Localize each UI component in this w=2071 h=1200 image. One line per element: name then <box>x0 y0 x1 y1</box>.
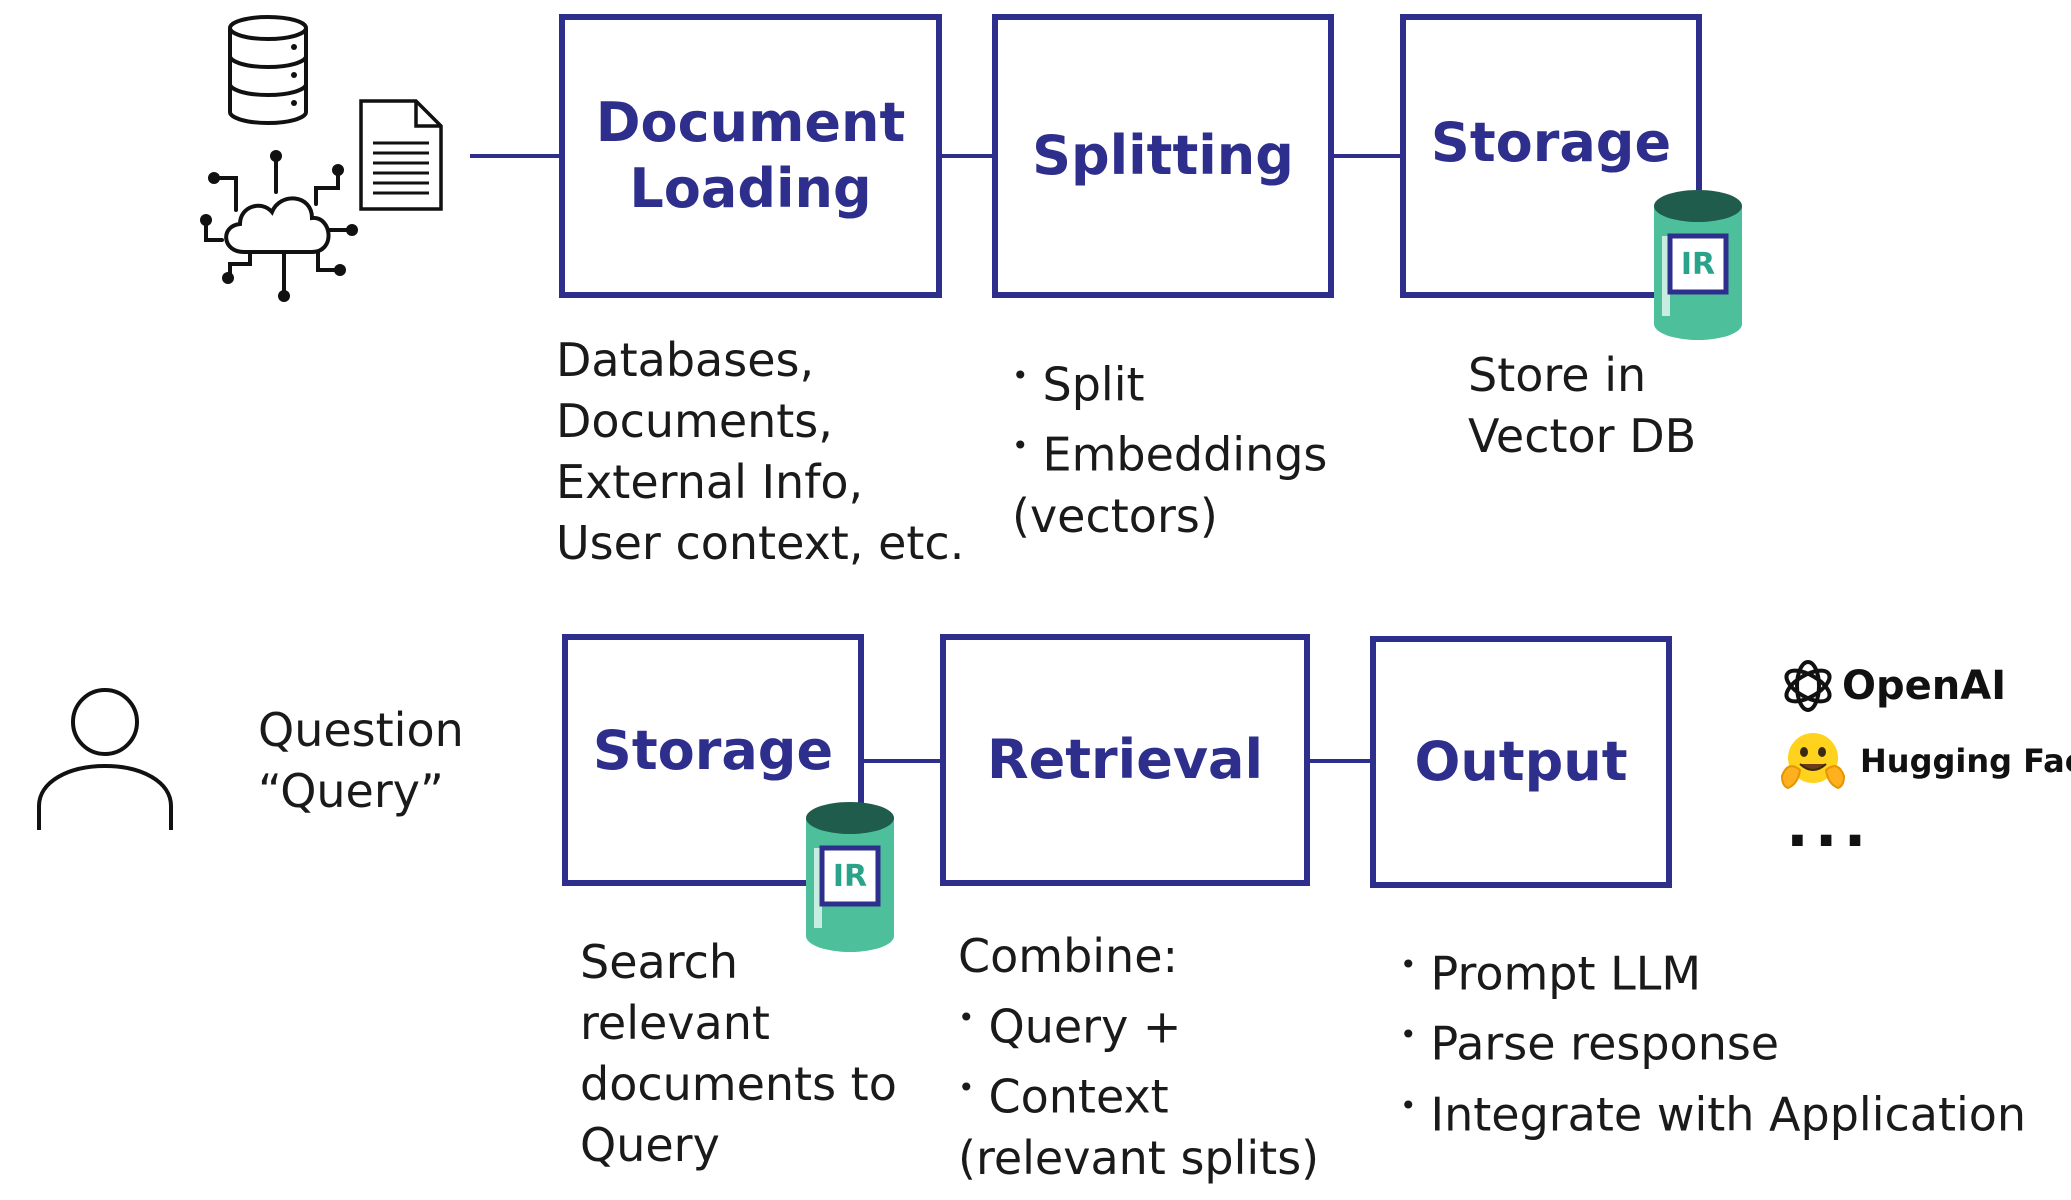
output-description: •Prompt LLM •Parse response •Integrate w… <box>1400 934 2026 1145</box>
cloud-network-icon <box>200 150 358 302</box>
more-providers-ellipsis: ... <box>1786 791 1873 861</box>
desc-line: Combine: <box>958 929 1179 983</box>
splitting-description: •Split •Embeddings (vectors) <box>1012 345 1327 547</box>
hugging-face-brand: Hugging Face <box>1780 730 2071 792</box>
output-box: Output <box>1370 636 1672 888</box>
vector-db-badge-label: IR <box>833 859 867 894</box>
desc-line: Context <box>988 1069 1169 1124</box>
document-loading-box: Document Loading <box>559 14 942 298</box>
openai-label: OpenAI <box>1842 663 2007 709</box>
user-icon <box>37 688 173 830</box>
bullet-item: •Context <box>958 1069 1169 1124</box>
document-icon <box>359 99 443 211</box>
document-loading-title-line: Loading <box>629 157 872 220</box>
openai-brand: OpenAI <box>1780 658 2006 714</box>
bullet-item: •Prompt LLM <box>1400 946 1702 1001</box>
retrieval-title: Retrieval <box>987 728 1263 791</box>
retrieval-box: Retrieval <box>940 634 1310 886</box>
storage-title-bottom: Storage <box>592 719 834 782</box>
openai-logo-icon <box>1784 660 1832 712</box>
connector-retrieval-to-output <box>1306 759 1374 763</box>
connector-splitting-to-storage <box>1330 154 1410 158</box>
desc-line: Query <box>580 1118 720 1172</box>
question-line: “Query” <box>258 764 444 818</box>
vector-db-badge-label: IR <box>1681 247 1715 282</box>
desc-line: Databases, <box>556 333 815 387</box>
storage-box-bottom: Storage <box>562 634 864 886</box>
splitting-box: Splitting <box>992 14 1334 298</box>
desc-line: (vectors) <box>1012 488 1218 543</box>
desc-line: Documents, <box>556 394 833 448</box>
desc-line: Vector DB <box>1468 409 1697 463</box>
hugging-face-label: Hugging Face <box>1860 742 2071 780</box>
hugging-face-icon <box>1780 733 1846 790</box>
bullet-item: •Split <box>1012 357 1145 412</box>
desc-line: User context, etc. <box>556 516 965 570</box>
desc-line: Query + <box>988 999 1182 1054</box>
connector-loading-to-splitting <box>938 154 998 158</box>
connector-storage-to-retrieval <box>860 759 944 763</box>
storage-description-bottom: Search relevant documents to Query <box>580 932 897 1176</box>
question-line: Question <box>258 703 464 757</box>
bullet-item: •Embeddings <box>1012 427 1328 482</box>
bullet-item: •Parse response <box>1400 1016 1780 1071</box>
output-title: Output <box>1414 730 1628 793</box>
document-loading-title: Document Loading <box>596 90 906 222</box>
vector-db-icon: IR <box>1654 190 1742 340</box>
desc-line: relevant <box>580 996 770 1050</box>
desc-line: (relevant splits) <box>958 1130 1320 1185</box>
desc-line: Embeddings <box>1042 427 1328 482</box>
document-loading-title-line: Document <box>595 91 906 154</box>
connector-sources-to-loading <box>470 154 560 158</box>
retrieval-description: Combine: •Query + •Context (relevant spl… <box>958 926 1319 1189</box>
desc-line: Parse response <box>1430 1016 1780 1071</box>
storage-description-top: Store in Vector DB <box>1468 345 1696 467</box>
desc-line: Split <box>1042 357 1145 412</box>
bullet-item: •Query + <box>958 999 1182 1054</box>
question-label: Question “Query” <box>258 700 464 822</box>
bullet-item: •Integrate with Application <box>1400 1087 2027 1142</box>
desc-line: documents to <box>580 1057 897 1111</box>
loading-description: Databases, Documents, External Info, Use… <box>556 330 964 574</box>
storage-box-top: Storage <box>1400 14 1702 298</box>
desc-line: Search <box>580 935 739 989</box>
splitting-title: Splitting <box>1032 124 1294 187</box>
desc-line: Store in <box>1468 348 1647 402</box>
database-icon <box>228 15 308 125</box>
storage-title-top: Storage <box>1430 111 1672 174</box>
vector-db-icon: IR <box>806 802 894 952</box>
desc-line: Integrate with Application <box>1430 1087 2027 1142</box>
desc-line: Prompt LLM <box>1430 946 1702 1001</box>
desc-line: External Info, <box>556 455 864 509</box>
